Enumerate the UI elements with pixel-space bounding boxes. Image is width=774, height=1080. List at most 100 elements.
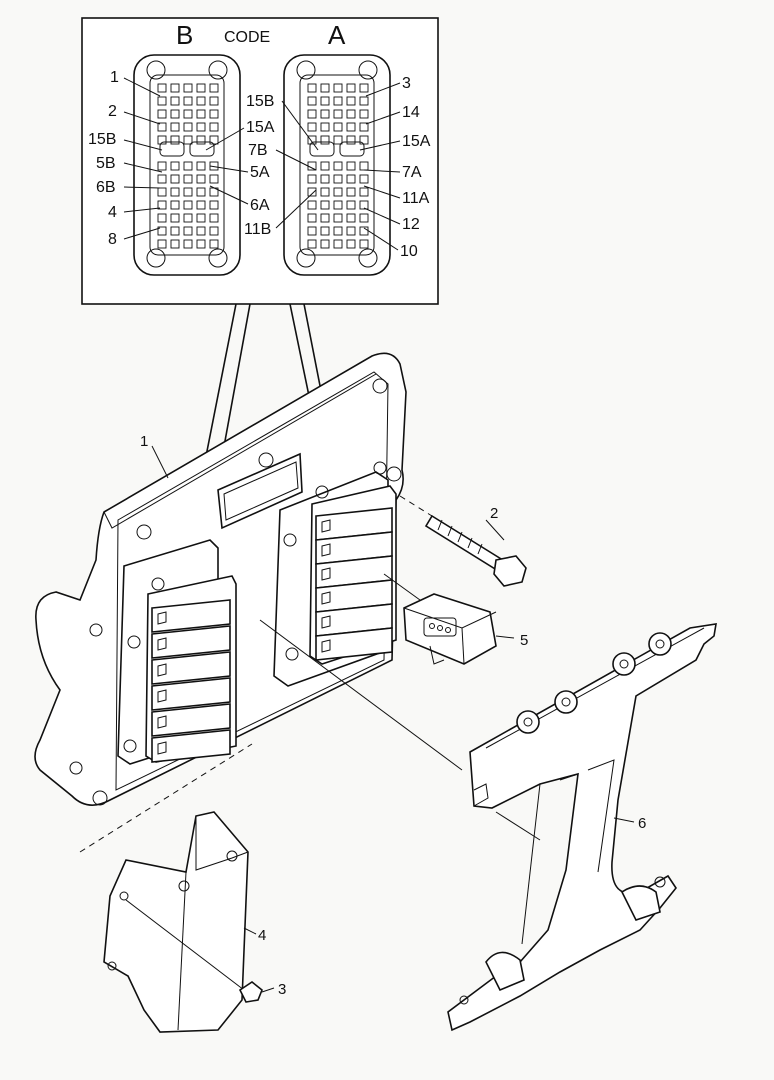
inset-label-b-6a: 6A xyxy=(250,197,270,214)
pin-cavity-b xyxy=(157,161,167,171)
side-a-label: A xyxy=(328,20,346,50)
pin-cavity-b xyxy=(196,187,206,197)
inset-label-a-7b: 7B xyxy=(248,142,268,159)
pin-cavity-a xyxy=(307,200,317,210)
pin-cavity-b xyxy=(209,83,219,93)
pin-cavity-a xyxy=(333,109,343,119)
pin-cavity-b xyxy=(196,200,206,210)
left-leaders xyxy=(123,77,401,251)
connector-a-plug-latch xyxy=(321,567,331,581)
pin-cavity-b xyxy=(196,96,206,106)
pin-cavity-a xyxy=(346,174,356,184)
pin-cavity-b xyxy=(183,174,193,184)
pin-cavity-b xyxy=(157,226,167,236)
pin-cavity-a xyxy=(320,226,330,236)
pin-cavity-a xyxy=(346,213,356,223)
pin-cavity-b xyxy=(170,135,180,145)
inset-label-b-4: 4 xyxy=(108,204,117,221)
pin-cavity-a xyxy=(307,213,317,223)
pin-cavity-a xyxy=(333,174,343,184)
pin-cavity-b xyxy=(183,213,193,223)
pin-cavity-b xyxy=(209,135,219,145)
pin-cavity-a xyxy=(307,83,317,93)
pin-cavity-a xyxy=(346,122,356,132)
connector-b-plug-latch xyxy=(157,611,167,625)
pin-cavity-b xyxy=(183,96,193,106)
pin-cavity-a xyxy=(307,122,317,132)
pin-cavity-b xyxy=(157,122,167,132)
pin-cavity-a xyxy=(320,187,330,197)
connector-b-plug xyxy=(151,625,231,659)
pin-cavity-b xyxy=(183,161,193,171)
pin-cavity-b xyxy=(196,239,206,249)
pin-cavity-b xyxy=(170,96,180,106)
harness-connector xyxy=(383,573,515,665)
pin-cavity-a xyxy=(333,226,343,236)
pin-cavity-b xyxy=(170,239,180,249)
pin-cavity-a xyxy=(307,226,317,236)
connector-b-plug xyxy=(151,599,231,633)
pin-cavity-a xyxy=(333,161,343,171)
pin-cavity-a xyxy=(307,109,317,119)
pin-cavity-a xyxy=(333,96,343,106)
part-1-label: 1 xyxy=(140,433,148,450)
connector-b-plug-latch xyxy=(157,715,167,729)
pin-cavity-a xyxy=(307,174,317,184)
pin-cavity-a xyxy=(359,83,369,93)
pin-cavity-a xyxy=(320,174,330,184)
pin-cavity-a xyxy=(346,83,356,93)
inset-label-a-15a: 15A xyxy=(402,133,431,150)
pin-cavity-a xyxy=(359,122,369,132)
ecu-connector-b xyxy=(117,539,237,765)
connector-b-plug xyxy=(151,677,231,711)
inset-label-b-15a: 15A xyxy=(246,119,275,136)
pin-cavity-a xyxy=(320,122,330,132)
pin-cavity-b xyxy=(170,213,180,223)
pin-cavity-b xyxy=(157,109,167,119)
pin-cavity-b xyxy=(196,109,206,119)
inset-label-b-2: 2 xyxy=(108,103,117,120)
connector-a-plug-latch xyxy=(321,591,331,605)
pin-cavity-b xyxy=(157,200,167,210)
pin-cavity-b xyxy=(157,239,167,249)
part-6-label: 6 xyxy=(638,815,646,832)
pin-cavity-a xyxy=(320,83,330,93)
connector-b-plug xyxy=(151,729,231,763)
pin-cavity-b xyxy=(170,226,180,236)
pin-cavity-b xyxy=(170,109,180,119)
pin-cavity-b xyxy=(170,200,180,210)
pin-cavity-a xyxy=(346,109,356,119)
pin-cavity-b xyxy=(209,174,219,184)
ecu-connector-a xyxy=(273,461,397,687)
connector-face-a xyxy=(283,54,391,276)
connector-inset: B CODE A xyxy=(81,17,439,579)
part-5-label: 5 xyxy=(520,632,528,649)
pin-cavity-a xyxy=(346,200,356,210)
pin-cavity-b xyxy=(196,122,206,132)
pin-cavity-a xyxy=(307,96,317,106)
pin-cavity-b xyxy=(183,226,193,236)
pin-cavity-a xyxy=(333,213,343,223)
connector-b-plug-latch xyxy=(157,741,167,755)
pin-cavity-a xyxy=(320,109,330,119)
bolt xyxy=(399,495,527,587)
pin-cavity-a xyxy=(307,135,317,145)
pin-cavity-a xyxy=(333,135,343,145)
pin-cavity-a xyxy=(320,161,330,171)
inset-label-a-11b: 11B xyxy=(244,221,271,238)
pin-cavity-a xyxy=(359,109,369,119)
pin-cavity-a xyxy=(346,161,356,171)
pin-cavity-a xyxy=(359,135,369,145)
pin-cavity-a xyxy=(320,213,330,223)
code-label: CODE xyxy=(224,29,270,46)
pin-cavity-a xyxy=(307,239,317,249)
inset-label-b-5a: 5A xyxy=(250,164,270,181)
connector-b-plug-latch xyxy=(157,689,167,703)
pin-cavity-b xyxy=(183,200,193,210)
inset-label-a-12: 12 xyxy=(402,216,420,233)
pin-cavity-a xyxy=(359,213,369,223)
connector-b-plug xyxy=(151,651,231,685)
pin-cavity-a xyxy=(346,239,356,249)
